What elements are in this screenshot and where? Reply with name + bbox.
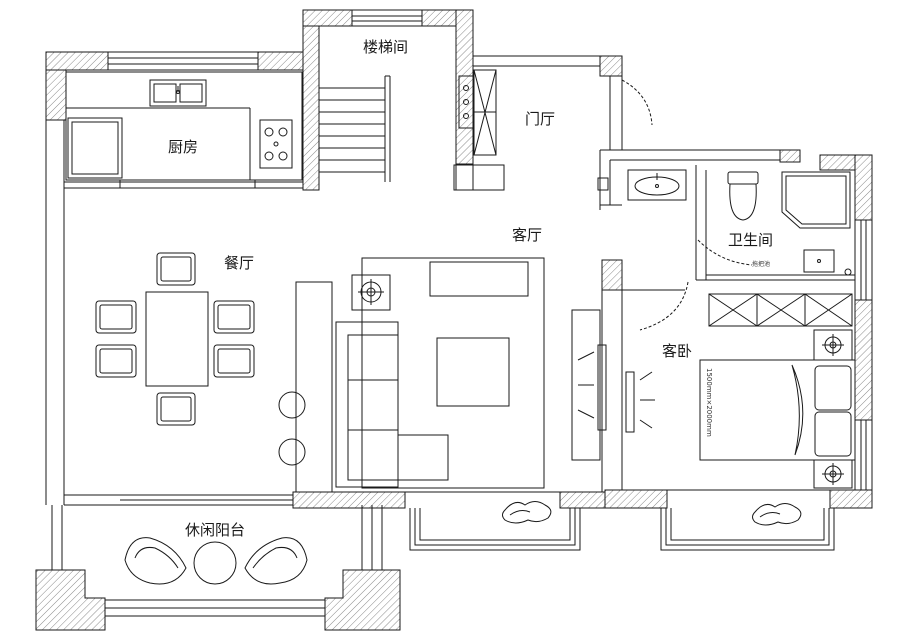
toilet-icon — [727, 171, 759, 221]
bed-size-label: 1500mm×2000mm — [705, 368, 713, 437]
room-label-balcony: 休闲阳台 — [185, 521, 246, 539]
balcony-area — [35, 505, 401, 631]
room-label-living: 客厅 — [512, 226, 543, 244]
nightstand-lamp-top — [813, 329, 853, 361]
living-bay-window — [409, 501, 581, 551]
room-label-stairwell: 楼梯间 — [363, 38, 409, 56]
kitchen-fixtures — [65, 71, 303, 188]
kitchen-sink-icon — [149, 79, 207, 107]
dining-set — [95, 252, 255, 426]
stove-icon — [259, 119, 293, 169]
exterior-walls — [45, 9, 873, 509]
washbasin-icon — [627, 169, 687, 201]
floor-lamp-icon — [351, 274, 391, 311]
staircase — [319, 75, 391, 182]
sofa — [335, 321, 449, 488]
bar-counter — [278, 281, 333, 493]
room-label-dining: 餐厅 — [224, 254, 255, 272]
room-label-bathroom: 卫生间 — [728, 231, 774, 249]
dining-table — [145, 291, 209, 387]
refrigerator — [67, 117, 123, 179]
mop-sink-icon — [803, 249, 835, 273]
shower-enclosure — [781, 171, 851, 229]
tv-cabinet — [429, 261, 529, 297]
living-room-furniture — [278, 257, 655, 493]
balcony-chair-left — [124, 537, 187, 585]
room-label-foyer: 门厅 — [525, 110, 556, 128]
room-label-guest-bedroom: 客卧 — [662, 342, 693, 360]
double-bed — [699, 359, 856, 461]
balcony-chair-right — [244, 537, 308, 585]
bathroom-fixtures — [627, 169, 852, 276]
coffee-table — [436, 337, 510, 407]
shoe-cabinet — [458, 69, 497, 156]
nightstand-lamp-bottom — [813, 459, 853, 489]
tv-wall-panel — [571, 309, 607, 461]
mop-sink-label: 拖把池 — [752, 261, 771, 268]
room-label-kitchen: 厨房 — [168, 138, 199, 156]
balcony-round-table — [193, 541, 237, 585]
bedroom-bay-window — [660, 503, 835, 551]
wardrobe — [708, 293, 853, 327]
bedroom-furniture — [699, 293, 856, 489]
dining-chairs — [95, 252, 255, 426]
